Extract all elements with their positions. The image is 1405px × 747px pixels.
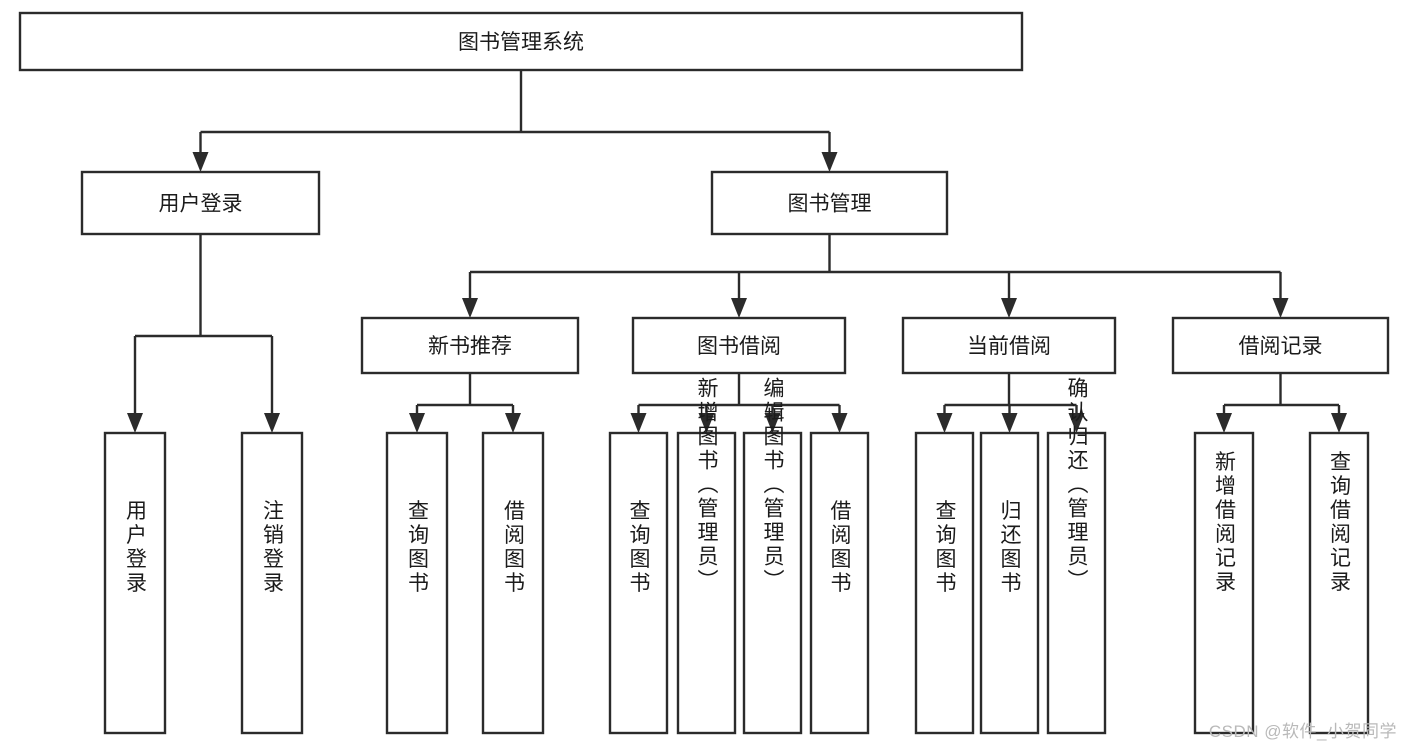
- node-query-book-1[interactable]: 查询图书: [385, 431, 449, 735]
- node-book-borrow[interactable]: 图书借阅: [631, 316, 847, 375]
- arrow-head-icon: [698, 413, 715, 433]
- node-confirm-return-admin[interactable]: 确认归还（管理员）: [1046, 377, 1107, 735]
- node-return-book[interactable]: 归还图书: [979, 431, 1040, 735]
- arrow-head-icon: [630, 413, 647, 433]
- node-user-login[interactable]: 用户登录: [80, 170, 321, 236]
- arrow-head-icon: [1216, 413, 1232, 433]
- arrow-head-icon: [731, 298, 747, 318]
- node-label: 查询图书: [933, 500, 957, 596]
- node-query-book-3[interactable]: 查询图书: [914, 431, 975, 735]
- node-label: 借阅图书: [828, 500, 852, 596]
- node-box[interactable]: [103, 431, 167, 735]
- node-borrow-book-1[interactable]: 借阅图书: [481, 431, 545, 735]
- node-label: 用户登录: [124, 500, 148, 596]
- node-borrow-book-2[interactable]: 借阅图书: [809, 431, 870, 735]
- node-box[interactable]: [18, 11, 1024, 72]
- arrow-head-icon: [1068, 413, 1085, 433]
- arrow-head-icon: [1001, 413, 1018, 433]
- arrow-head-icon: [505, 413, 521, 433]
- node-label: 注销登录: [261, 500, 285, 596]
- arrow-head-icon: [936, 413, 953, 433]
- node-box[interactable]: [809, 431, 870, 735]
- node-box[interactable]: [360, 316, 580, 375]
- arrow-head-icon: [821, 152, 838, 172]
- node-box[interactable]: [901, 316, 1117, 375]
- node-box[interactable]: [481, 431, 545, 735]
- node-label: 用户登录: [159, 193, 243, 216]
- node-book-manage[interactable]: 图书管理: [710, 170, 949, 236]
- arrow-head-icon: [1272, 298, 1289, 318]
- arrow-head-icon: [1001, 298, 1017, 318]
- node-box[interactable]: [676, 431, 737, 735]
- node-current-borrow[interactable]: 当前借阅: [901, 316, 1117, 375]
- node-label: 确认归还（管理员）: [1065, 377, 1089, 593]
- node-root[interactable]: 图书管理系统: [18, 11, 1024, 72]
- node-box[interactable]: [385, 431, 449, 735]
- node-user-login-do[interactable]: 用户登录: [103, 431, 167, 735]
- node-label: 新增图书（管理员）: [695, 377, 719, 593]
- node-label: 查询图书: [406, 500, 430, 596]
- node-box[interactable]: [914, 431, 975, 735]
- node-box[interactable]: [240, 431, 304, 735]
- node-layer: 图书管理系统用户登录图书管理用户登录注销登录新书推荐查询图书借阅图书图书借阅查询…: [18, 11, 1390, 735]
- node-box[interactable]: [1046, 431, 1107, 735]
- arrow-head-icon: [264, 413, 280, 433]
- node-borrow-record[interactable]: 借阅记录: [1171, 316, 1390, 375]
- node-label: 图书管理: [788, 193, 872, 216]
- node-label: 图书借阅: [697, 335, 781, 358]
- node-box[interactable]: [1171, 316, 1390, 375]
- node-edit-book-admin[interactable]: 编辑图书（管理员）: [742, 377, 803, 735]
- node-box[interactable]: [1308, 431, 1370, 735]
- node-label: 查询图书: [627, 500, 651, 596]
- node-label: 新书推荐: [428, 335, 512, 358]
- arrow-head-icon: [409, 413, 425, 433]
- arrow-head-icon: [462, 298, 478, 318]
- arrow-head-icon: [127, 413, 143, 433]
- node-add-book-admin[interactable]: 新增图书（管理员）: [676, 377, 737, 735]
- node-label: 借阅图书: [502, 500, 526, 596]
- node-label: 查询借阅记录: [1328, 451, 1352, 595]
- node-user-logout[interactable]: 注销登录: [240, 431, 304, 735]
- arrow-head-icon: [831, 413, 848, 433]
- node-label: 编辑图书（管理员）: [761, 377, 785, 593]
- node-box[interactable]: [631, 316, 847, 375]
- node-new-book-rec[interactable]: 新书推荐: [360, 316, 580, 375]
- node-add-borrow-record[interactable]: 新增借阅记录: [1193, 431, 1255, 735]
- node-label: 图书管理系统: [458, 31, 584, 54]
- connector-layer: [127, 70, 1347, 433]
- node-box[interactable]: [710, 170, 949, 236]
- arrow-head-icon: [192, 152, 209, 172]
- node-box[interactable]: [80, 170, 321, 236]
- node-label: 归还图书: [998, 500, 1022, 596]
- node-box[interactable]: [1193, 431, 1255, 735]
- node-box[interactable]: [608, 431, 669, 735]
- node-label: 新增借阅记录: [1213, 451, 1237, 595]
- arrow-head-icon: [1331, 413, 1347, 433]
- node-label: 当前借阅: [967, 335, 1051, 358]
- node-query-borrow-record[interactable]: 查询借阅记录: [1308, 431, 1370, 735]
- node-query-book-2[interactable]: 查询图书: [608, 431, 669, 735]
- node-box[interactable]: [742, 431, 803, 735]
- node-box[interactable]: [979, 431, 1040, 735]
- node-label: 借阅记录: [1239, 335, 1323, 358]
- arrow-head-icon: [764, 413, 781, 433]
